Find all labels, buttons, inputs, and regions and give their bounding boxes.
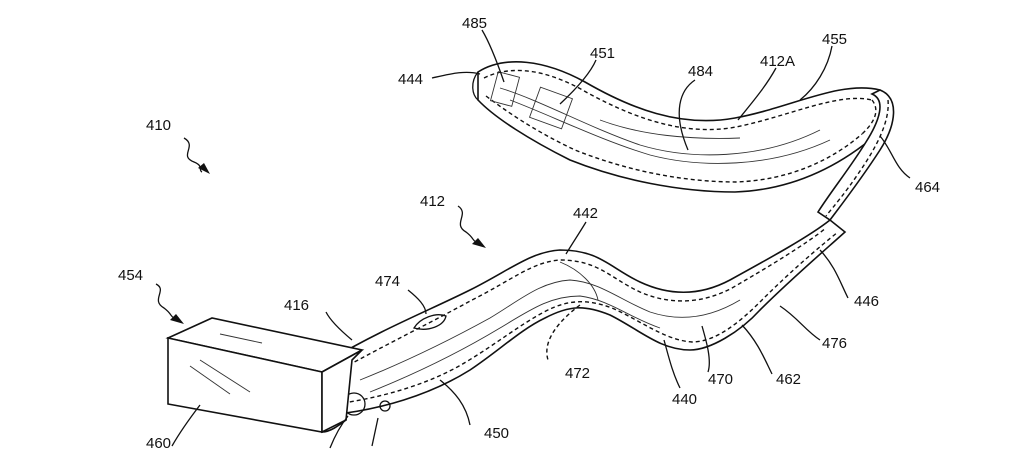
label-440: 440 [672,391,697,408]
label-474: 474 [375,273,400,290]
label-444: 444 [398,71,423,88]
label-470: 470 [708,371,733,388]
label-451: 451 [590,45,615,62]
label-412: 412 [420,193,445,210]
label-485: 485 [462,15,487,32]
lower-band-412 [321,218,847,433]
arrow-head-icon [198,163,210,174]
label-454: 454 [118,267,143,284]
label-472: 472 [565,365,590,382]
label-442: 442 [573,205,598,222]
label-450: 450 [484,425,509,442]
label-410: 410 [146,117,171,134]
arrow-head-icon [170,314,184,324]
label-462: 462 [776,371,801,388]
reference-labels: 485 451 455 444 484 412A 410 464 412 442… [118,15,940,450]
label-476: 476 [822,335,847,352]
upper-band-412A [472,61,895,222]
reference-arrows [155,137,486,324]
arrow-head-icon [472,238,486,248]
label-484: 484 [688,63,713,80]
housing-460 [165,317,365,434]
label-464: 464 [915,179,940,196]
label-446: 446 [854,293,879,310]
label-455: 455 [822,31,847,48]
leader-lines [171,29,911,449]
label-416: 416 [284,297,309,314]
label-460: 460 [146,435,171,450]
label-412A: 412A [760,53,795,70]
